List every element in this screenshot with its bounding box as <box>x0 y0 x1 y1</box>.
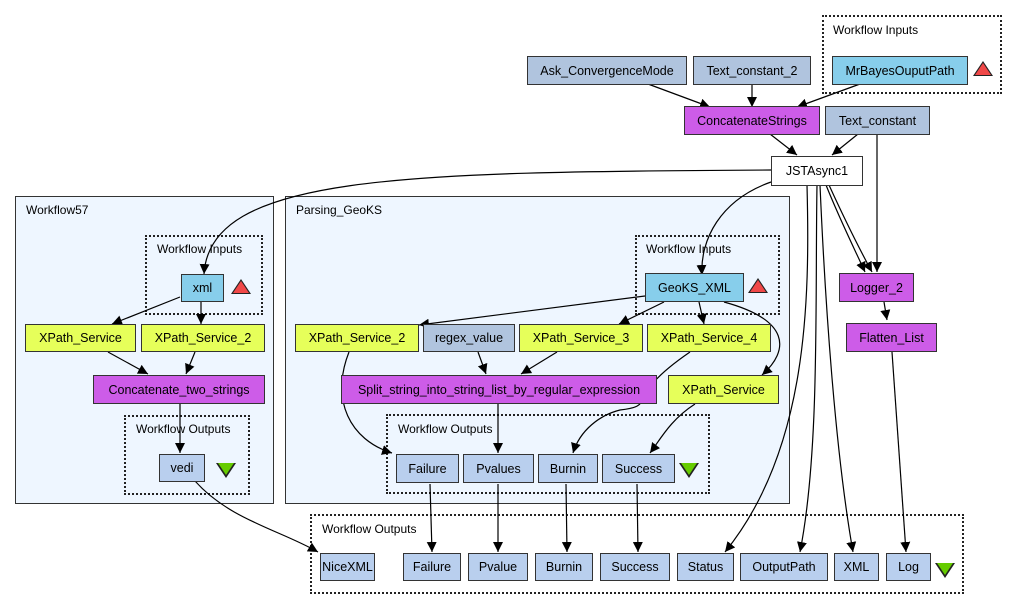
edge <box>649 403 696 454</box>
node-xpath-service[interactable]: XPath_Service <box>25 324 136 352</box>
cluster-label: Workflow Inputs <box>646 242 732 256</box>
output-status[interactable]: Status <box>677 553 734 581</box>
output-xml[interactable]: XML <box>834 553 879 581</box>
cluster-title: Parsing_GeoKS <box>296 203 383 217</box>
node-jstasync1[interactable]: JSTAsync1 <box>771 156 863 186</box>
node-split-string-regex[interactable]: Split_string_into_string_list_by_regular… <box>341 375 657 404</box>
output-triangle-icon <box>935 563 955 578</box>
edge <box>418 295 646 329</box>
node-mrbayes-output-path[interactable]: MrBayesOuputPath <box>832 56 968 85</box>
edge <box>828 184 873 273</box>
edge <box>341 351 393 455</box>
cluster-label: Workflow Inputs <box>833 23 919 37</box>
edge <box>194 480 319 553</box>
node-xpath-service-3[interactable]: XPath_Service_3 <box>519 324 643 352</box>
cluster-title: Workflow57 <box>26 203 89 217</box>
edge <box>724 184 809 553</box>
node-regex-value[interactable]: regex_value <box>423 324 515 352</box>
parsing-inputs-cluster: Workflow Inputs <box>635 235 780 315</box>
cluster-label: Workflow Outputs <box>136 422 231 436</box>
node-xpath-service-2-geoks[interactable]: XPath_Service_2 <box>295 324 419 352</box>
node-xpath-service-2[interactable]: XPath_Service_2 <box>141 324 265 352</box>
node-ask-convergence-mode[interactable]: Ask_ConvergenceMode <box>527 56 687 85</box>
edge <box>723 301 781 376</box>
edge <box>520 351 558 375</box>
output-log[interactable]: Log <box>886 553 931 581</box>
edge <box>477 351 488 375</box>
edge <box>796 83 861 109</box>
edge <box>199 169 772 275</box>
node-text-constant[interactable]: Text_constant <box>825 106 930 135</box>
node-failure-geoks[interactable]: Failure <box>396 454 459 483</box>
edge <box>618 301 665 325</box>
edge <box>185 351 196 375</box>
node-vedi-output[interactable]: vedi <box>159 454 205 482</box>
output-outputpath[interactable]: OutputPath <box>740 553 828 581</box>
edge <box>696 181 772 276</box>
edge <box>696 301 707 325</box>
node-pvalues-geoks[interactable]: Pvalues <box>463 454 534 483</box>
node-logger-2[interactable]: Logger_2 <box>839 273 914 302</box>
edge <box>797 184 818 553</box>
edge <box>561 483 572 553</box>
node-concatenate-two-strings[interactable]: Concatenate_two_strings <box>93 375 265 404</box>
edge <box>825 184 866 273</box>
cluster-label: Workflow Outputs <box>322 522 417 536</box>
node-burnin-geoks[interactable]: Burnin <box>538 454 598 483</box>
edge <box>426 483 437 553</box>
edge <box>647 83 711 109</box>
edge <box>819 184 857 553</box>
node-xpath-service-4[interactable]: XPath_Service_4 <box>647 324 771 352</box>
output-pvalue[interactable]: Pvalue <box>468 553 528 581</box>
input-triangle-icon <box>973 61 993 76</box>
edge <box>107 351 149 375</box>
edge <box>769 133 798 156</box>
output-triangle-icon <box>216 463 236 478</box>
edge <box>891 351 911 553</box>
node-flatten-list[interactable]: Flatten_List <box>846 323 937 352</box>
output-triangle-icon <box>679 463 699 478</box>
node-text-constant-2[interactable]: Text_constant_2 <box>693 56 811 85</box>
edge <box>831 133 859 156</box>
cluster-label: Workflow Inputs <box>157 242 243 256</box>
edge <box>632 483 643 553</box>
node-xpath-service-geoks[interactable]: XPath_Service <box>668 375 779 404</box>
cluster-label: Workflow Outputs <box>398 422 493 436</box>
edge <box>880 301 891 321</box>
output-burnin[interactable]: Burnin <box>535 553 593 581</box>
node-geoks-xml[interactable]: GeoKS_XML <box>645 273 744 302</box>
output-nicexml[interactable]: NiceXML <box>320 553 375 581</box>
input-triangle-icon <box>231 279 251 294</box>
edge <box>111 296 181 325</box>
input-triangle-icon <box>748 278 768 293</box>
top-workflow-inputs-cluster: Workflow Inputs <box>822 15 1002 94</box>
output-success[interactable]: Success <box>600 553 670 581</box>
workflow57-outputs-cluster: Workflow Outputs <box>124 415 250 495</box>
output-failure[interactable]: Failure <box>403 553 461 581</box>
node-concatenate-strings[interactable]: ConcatenateStrings <box>684 106 820 135</box>
node-xml-input[interactable]: xml <box>181 274 224 302</box>
node-success-geoks[interactable]: Success <box>602 454 675 483</box>
